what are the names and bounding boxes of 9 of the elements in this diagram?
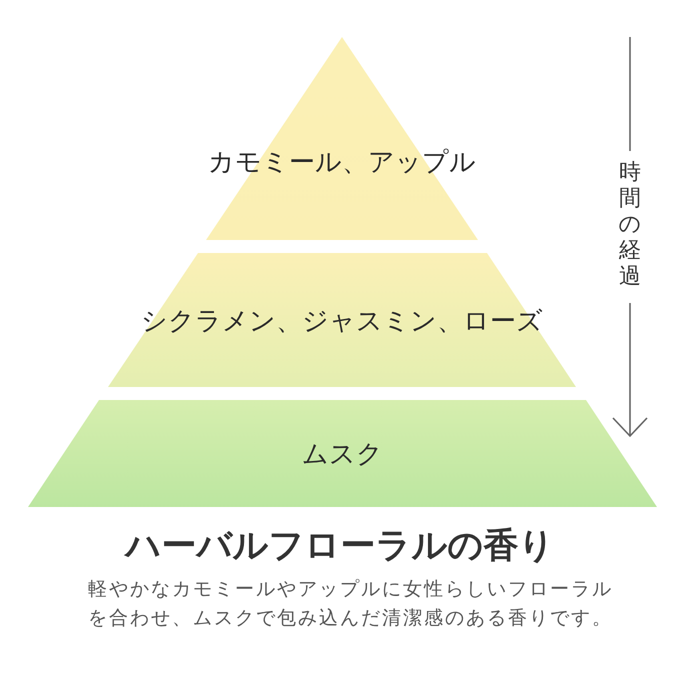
pyramid-base-tier: [28, 400, 657, 507]
pyramid-top-tier: [206, 37, 478, 240]
tier-label: ムスク: [302, 440, 383, 470]
diagram-title: ハーバルフローラルの香り: [126, 526, 554, 566]
pyramid-middle-tier: [108, 253, 576, 387]
tier-label: シクラメン、ジャスミン、ローズ: [141, 308, 543, 336]
caption-text: 軽やかなカモミールやアップルに女性らしいフローラルを合わせ、ムスクで包み込んだ清潔感のある香りです。: [88, 577, 614, 631]
tier-label: カモミール、アップル: [208, 148, 476, 178]
time-label: 時間の経過: [618, 160, 642, 290]
